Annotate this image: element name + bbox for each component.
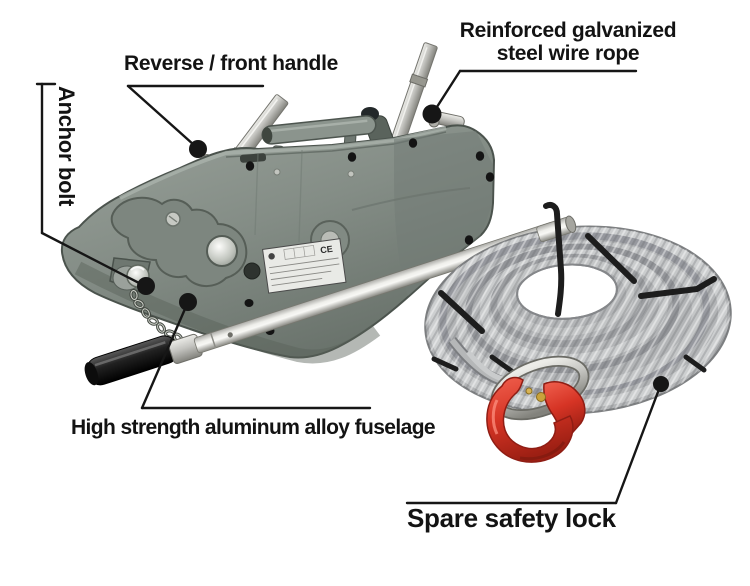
label-spare-safety-lock: Spare safety lock [407,503,616,533]
leader-fuselage [140,293,372,410]
rope-side-lever [361,42,465,165]
leader-reinforced-rope [422,69,638,124]
name-plate: CE [262,238,347,294]
winch-body: CE [60,124,496,364]
cast-hole [243,262,261,280]
label-reverse-front-handle: Reverse / front handle [124,52,338,75]
main-pivot-boss [206,235,238,267]
anchor-chain [129,289,184,344]
cable-ties [431,202,717,375]
label-reinforced-rope-line1: Reinforced galvanized [459,19,677,42]
label-fuselage: High strength aluminum alloy fuselage [70,416,436,439]
red-hook [486,376,586,463]
handle-tube-end [536,215,577,242]
leader-anchor-bolt [35,82,155,295]
callout-lines [35,69,669,505]
ce-mark: CE [320,244,334,256]
hook-body [486,376,574,463]
leader-spare-safety-lock [405,376,669,505]
leader-reverse-front-handle [126,84,265,158]
label-reinforced-rope: Reinforced galvanized steel wire rope [459,19,677,65]
latch-pin [536,392,546,402]
label-reinforced-rope-line2: steel wire rope [496,41,640,65]
label-anchor-bolt: Anchor bolt [54,86,79,207]
